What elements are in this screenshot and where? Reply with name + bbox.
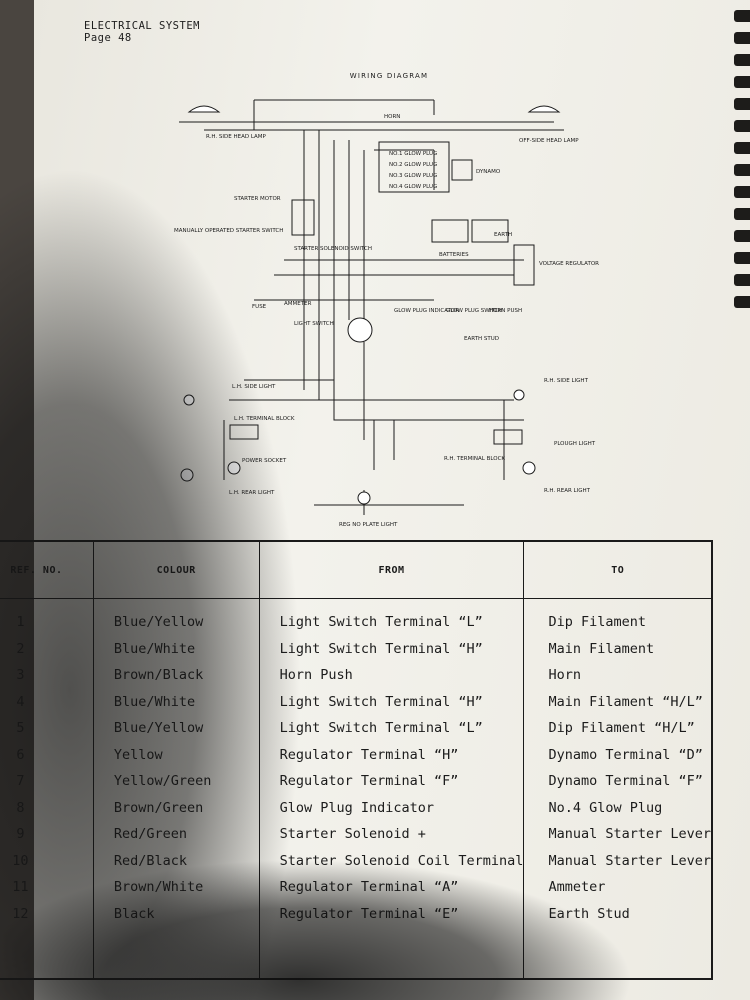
label-starter-motor: STARTER MOTOR	[234, 196, 281, 202]
table-header-row: REF. NO. COLOUR FROM TO	[0, 541, 712, 599]
to-column: Dip Filament Main Filament Horn Main Fil…	[524, 599, 712, 980]
label-lh-rear: L.H. REAR LIGHT	[229, 490, 275, 496]
label-ammeter: AMMETER	[284, 301, 312, 307]
to-cell: Dynamo Terminal “F”	[548, 773, 703, 789]
to-cell: Horn	[548, 667, 581, 683]
page-header: ELECTRICAL SYSTEM Page 48	[84, 20, 200, 44]
label-manual-starter: MANUALLY OPERATED STARTER SWITCH	[174, 228, 283, 234]
wiring-diagram: WIRING DIAGRAM R.H. SIDE HEAD LAMP OFF-S…	[174, 72, 599, 528]
label-batteries: BATTERIES	[439, 252, 469, 258]
to-cell: Dynamo Terminal “D”	[548, 746, 703, 763]
to-cell: Manual Starter Lever	[548, 852, 711, 869]
label-glow2: NO.2 GLOW PLUG	[389, 162, 437, 168]
colour-column: Blue/Yellow Blue/White Brown/Black Blue/…	[93, 598, 260, 979]
ref-cell: 11	[12, 879, 29, 895]
colour-cell: Brown/Black	[113, 667, 204, 683]
ref-cell: 8	[16, 799, 25, 816]
from-cell: Light Switch Terminal “H”	[279, 640, 483, 657]
from-cell: Regulator Terminal “A”	[279, 879, 459, 895]
label-rh-side: R.H. SIDE LIGHT	[544, 378, 589, 384]
to-cell: Dip Filament “H/L”	[548, 720, 695, 736]
label-lh-term: L.H. TERMINAL BLOCK	[234, 416, 295, 422]
from-cell: Light Switch Terminal “L”	[279, 614, 483, 630]
to-cell: No.4 Glow Plug	[548, 799, 663, 816]
label-glow3: NO.3 GLOW PLUG	[389, 173, 437, 179]
ref-cell: 7	[16, 773, 25, 789]
ref-column: 1 2 3 4 5 6 7 8 9 10 11 12	[0, 598, 94, 979]
from-cell: Horn Push	[279, 667, 353, 683]
from-cell: Regulator Terminal “E”	[279, 905, 459, 922]
label-rh-head: R.H. SIDE HEAD LAMP	[206, 134, 267, 140]
label-lh-side: L.H. SIDE LIGHT	[232, 384, 276, 390]
to-cell: Main Filament “H/L”	[548, 693, 703, 710]
from-cell: Glow Plug Indicator	[279, 799, 435, 816]
header-to: TO	[523, 541, 712, 599]
page-number: Page 48	[84, 32, 132, 44]
from-column: Light Switch Terminal “L” Light Switch T…	[259, 598, 525, 979]
wiring-reference-table: REF. NO. COLOUR FROM TO 1 2 3 4 5 6 7	[0, 540, 713, 980]
label-lh-head: OFF-SIDE HEAD LAMP	[519, 138, 579, 144]
to-cell: Dip Filament	[548, 614, 646, 630]
to-cell: Ammeter	[548, 879, 606, 895]
colour-cell: Black	[113, 905, 155, 922]
ref-cell: 12	[12, 905, 29, 922]
label-glow4: NO.4 GLOW PLUG	[389, 184, 437, 190]
ref-cell: 1	[16, 614, 25, 630]
ref-cell: 4	[16, 693, 25, 710]
label-earth: EARTH	[494, 232, 512, 238]
label-power-socket: POWER SOCKET	[242, 458, 287, 464]
ref-cell: 9	[16, 826, 25, 842]
binder-rings	[734, 0, 750, 330]
colour-cell: Blue/White	[113, 640, 196, 657]
to-cell: Earth Stud	[548, 905, 630, 922]
diagram-title: WIRING DIAGRAM	[350, 72, 429, 80]
to-cell: Main Filament	[548, 640, 655, 657]
ref-cell: 5	[16, 720, 25, 736]
colour-cell: Blue/Yellow	[113, 614, 204, 630]
label-fuse: FUSE	[252, 304, 267, 310]
colour-cell: Brown/White	[113, 879, 204, 895]
label-solenoid: STARTER SOLENOID SWITCH	[294, 246, 372, 252]
header-ref: REF. NO.	[0, 541, 94, 599]
colour-cell: Blue/White	[113, 693, 196, 710]
wiring-table-section: REF. NO. COLOUR FROM TO 1 2 3 4 5 6 7	[0, 540, 718, 1000]
section-title: ELECTRICAL SYSTEM	[84, 20, 200, 32]
label-horn: HORN	[384, 114, 400, 120]
header-from: FROM	[259, 541, 525, 599]
label-glow1: NO.1 GLOW PLUG	[389, 151, 437, 157]
colour-cell: Red/Green	[113, 826, 187, 842]
label-rh-term: R.H. TERMINAL BLOCK	[444, 456, 505, 462]
colour-cell: Yellow	[113, 746, 163, 763]
colour-cell: Red/Black	[113, 852, 187, 869]
from-cell: Light Switch Terminal “L”	[279, 720, 483, 736]
ref-cell: 2	[16, 640, 25, 657]
from-cell: Regulator Terminal “H”	[279, 746, 459, 763]
colour-cell: Blue/Yellow	[113, 720, 204, 736]
table-body-row: 1 2 3 4 5 6 7 8 9 10 11 12	[0, 598, 712, 980]
ref-cell: 3	[16, 667, 25, 683]
label-rh-rear: R.H. REAR LIGHT	[544, 488, 591, 494]
label-plough: PLOUGH LIGHT	[554, 441, 596, 447]
from-cell: Starter Solenoid Coil Terminal	[279, 852, 524, 869]
label-light-switch: LIGHT SWITCH	[294, 321, 334, 327]
header-colour: COLOUR	[93, 541, 260, 599]
from-cell: Regulator Terminal “F”	[279, 773, 459, 789]
ref-cell: 6	[16, 746, 25, 763]
label-horn-push: HORN PUSH	[489, 308, 522, 314]
label-dynamo: DYNAMO	[476, 169, 501, 175]
colour-cell: Yellow/Green	[113, 773, 212, 789]
to-cell: Manual Starter Lever	[548, 826, 711, 842]
label-earth-stud: EARTH STUD	[464, 336, 499, 342]
label-reg-plate: REG NO PLATE LIGHT	[339, 522, 398, 528]
from-cell: Starter Solenoid +	[279, 826, 426, 842]
colour-cell: Brown/Green	[113, 799, 204, 816]
ref-cell: 10	[12, 852, 29, 869]
label-regulator: VOLTAGE REGULATOR	[539, 261, 599, 267]
from-cell: Light Switch Terminal “H”	[279, 693, 483, 710]
